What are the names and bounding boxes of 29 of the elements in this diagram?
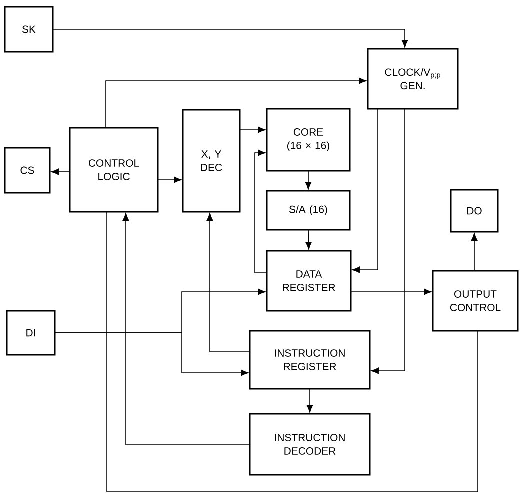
connector-arrow (206, 213, 250, 352)
connector-arrow (306, 388, 314, 413)
connector-arrow (305, 170, 312, 190)
input-box: SK (4, 6, 54, 53)
block-box: CLOCK/V$_{p;p}$ GEN. (367, 48, 459, 110)
connector-arrow (51, 168, 70, 176)
connector-arrow (471, 233, 478, 272)
block-box: S/A (16) (266, 190, 351, 231)
block-box: X, Y DEC (182, 109, 241, 213)
connector-arrow (254, 150, 268, 274)
connector-arrow (352, 108, 378, 274)
output-box: DO (450, 189, 499, 233)
block-box: CONTROL LOGIC (69, 127, 159, 213)
input-box: DI (6, 310, 56, 356)
connector-arrow (306, 230, 312, 250)
block-box: INSTRUCTION REGISTER (249, 330, 371, 390)
connector-arrow (54, 332, 249, 376)
block-box: OUTPUT CONTROL (432, 270, 519, 332)
input-box: CS (4, 147, 51, 194)
connector-arrow (106, 78, 367, 128)
connector-arrow (371, 108, 406, 374)
connector-arrow (158, 176, 182, 184)
connector-arrow (122, 213, 250, 446)
connector-arrow (240, 126, 266, 134)
block-box: DATA REGISTER (266, 250, 352, 312)
connector-arrow (350, 288, 432, 296)
connector-arrow (52, 29, 408, 48)
block-box: INSTRUCTION DECODER (249, 413, 371, 476)
block-box: CORE (16 × 16) (266, 108, 351, 172)
